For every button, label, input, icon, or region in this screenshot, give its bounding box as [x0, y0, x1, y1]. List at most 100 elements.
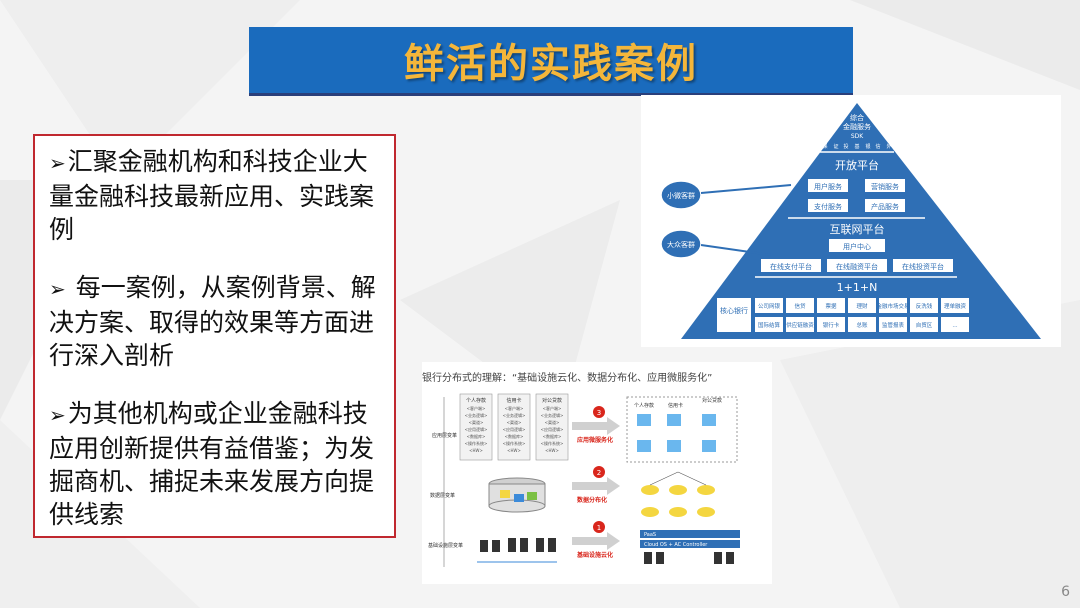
- core-grid-label: 供应链融资: [786, 321, 814, 329]
- pyramid-diagram: 综合 金融服务 SDK 保 证 投 基 银 信 外 开放平台 用户服务 营销服务…: [641, 95, 1061, 347]
- step-arrow: [572, 417, 620, 435]
- app-column-item: <应用逻辑>: [465, 426, 488, 432]
- core-grid-label: 理财: [856, 302, 868, 310]
- app-column-title: 对公贷款: [542, 397, 562, 404]
- sdk-label-3: SDK: [851, 133, 864, 140]
- row-label: 数据层变革: [430, 492, 455, 499]
- internet-item: 在线融资平台: [836, 262, 878, 271]
- formula-label: 1+1+N: [837, 281, 878, 294]
- app-column-item: <操作系统>: [541, 440, 564, 446]
- core-grid-label: 国际结算: [758, 321, 781, 329]
- right-label: 信用卡: [668, 402, 683, 409]
- app-column: [497, 393, 531, 461]
- step-number-badge: [593, 466, 605, 478]
- core-grid-cell: [910, 317, 938, 332]
- core-grid-cell: [848, 298, 876, 313]
- core-grid-label: 金融市场交易: [876, 302, 909, 310]
- core-grid-cell: [755, 317, 783, 332]
- core-grid-label: 监管报表: [882, 321, 905, 329]
- app-column-item: <操作系统>: [503, 440, 526, 446]
- core-grid-label: 票据: [825, 302, 837, 310]
- description-box: ➢汇聚金融机构和科技企业大量金融科技最新应用、实践案例 ➢ 每一案例，从案例背景…: [33, 134, 396, 538]
- app-column-item: <业务逻辑>: [541, 412, 564, 418]
- core-grid-cell: [941, 317, 969, 332]
- open-service: 产品服务: [871, 202, 899, 211]
- row-label: 基础设施层变革: [428, 542, 463, 549]
- small-char: 信: [875, 143, 880, 150]
- app-column-item: <HW>: [545, 448, 559, 453]
- step-number-badge: [593, 406, 605, 418]
- figure-caption: 银行分布式的理解：“基础设施云化、数据分布化、应用微服务化”: [422, 373, 713, 384]
- page-number: 6: [1061, 584, 1070, 600]
- app-column-title: 信用卡: [506, 397, 521, 404]
- core-grid-label: 反洗钱: [916, 302, 933, 310]
- step-number: 1: [597, 524, 601, 532]
- core-grid-cell: [879, 298, 907, 313]
- small-char: 证: [833, 143, 838, 150]
- right-label: 对公贷款: [702, 397, 722, 404]
- app-column: [535, 393, 569, 461]
- step-label: 基础设施云化: [576, 551, 613, 559]
- small-char: 银: [865, 143, 870, 150]
- row-label: 应用层变革: [432, 432, 457, 439]
- app-column-item: <应用逻辑>: [541, 426, 564, 432]
- step-arrow: [572, 532, 620, 550]
- open-service: 营销服务: [871, 182, 899, 191]
- app-column-item: <HW>: [469, 448, 483, 453]
- small-char: 基: [854, 143, 859, 150]
- title-banner: 鲜活的实践案例: [249, 27, 853, 96]
- core-grid-cell: [941, 298, 969, 313]
- core-bank-label: 核心银行: [720, 306, 748, 315]
- core-grid-cell: [879, 317, 907, 332]
- core-grid-label: 总账: [856, 321, 868, 329]
- user-center-label: 用户中心: [843, 242, 871, 251]
- core-grid-label: 理单融资: [944, 302, 967, 310]
- paragraph-2: ➢ 每一案例，从案例背景、解决方案、取得的效果等方面进行深入剖析: [49, 271, 382, 372]
- app-column-item: <客户端>: [505, 405, 524, 411]
- small-char: 保: [822, 143, 827, 150]
- app-column-item: <业务逻辑>: [465, 412, 488, 418]
- app-column-item: <数据库>: [505, 433, 524, 439]
- app-column-item: <数据库>: [543, 433, 562, 439]
- pyramid-svg: 综合 金融服务 SDK 保 证 投 基 银 信 外 开放平台 用户服务 营销服务…: [660, 103, 1041, 339]
- open-service: 用户服务: [814, 182, 842, 191]
- step-arrow: [572, 477, 620, 495]
- sdk-label-1: 综合: [850, 113, 864, 122]
- arrow-bullet-icon: ➢: [49, 403, 66, 427]
- core-grid-label: 自贸区: [916, 321, 933, 329]
- open-platform-label: 开放平台: [835, 158, 879, 172]
- core-grid-cell: [755, 298, 783, 313]
- paragraph-1: ➢汇聚金融机构和科技企业大量金融科技最新应用、实践案例: [49, 145, 382, 246]
- right-label: 个人存款: [634, 402, 654, 409]
- app-column-item: <渠道>: [469, 419, 484, 425]
- app-column-item: <数据库>: [467, 433, 486, 439]
- distributed-figure-svg: 应用层变革 数据层变革 基础设施层变革 个人存款<客户端><业务逻辑><渠道><…: [428, 393, 740, 567]
- arrow-bullet-icon: ➢: [49, 277, 66, 301]
- paragraph-2-text: 每一案例，从案例背景、解决方案、取得的效果等方面进行深入剖析: [49, 273, 376, 370]
- small-char: 外: [886, 143, 891, 150]
- core-grid-label: 信贷: [794, 302, 806, 310]
- internet-item: 在线投资平台: [902, 262, 944, 271]
- step-label: 数据分布化: [577, 496, 607, 504]
- distributed-figure: 应用层变革 数据层变革 基础设施层变革 个人存款<客户端><业务逻辑><渠道><…: [422, 362, 772, 584]
- open-service: 支付服务: [814, 202, 842, 211]
- app-column-item: <操作系统>: [465, 440, 488, 446]
- app-column-item: <应用逻辑>: [503, 426, 526, 432]
- core-grid-cell: [817, 298, 845, 313]
- app-column-item: <HW>: [507, 448, 521, 453]
- arrow-bullet-icon: ➢: [49, 151, 66, 175]
- core-grid-cell: [910, 298, 938, 313]
- core-grid-cell: [786, 317, 814, 332]
- app-column-item: <渠道>: [507, 419, 522, 425]
- app-column-item: <渠道>: [545, 419, 560, 425]
- app-column-title: 个人存款: [466, 397, 486, 404]
- small-group-label: 小微客群: [667, 191, 695, 200]
- core-grid-cell: [817, 317, 845, 332]
- core-grid-cell: [848, 317, 876, 332]
- app-column-item: <业务逻辑>: [503, 412, 526, 418]
- slide-title: 鲜活的实践案例: [404, 41, 698, 87]
- mass-group-label: 大众客群: [667, 240, 695, 249]
- core-grid-label: 公司网银: [758, 302, 781, 310]
- paragraph-3: ➢为其他机构或企业金融科技应用创新提供有益借鉴；为发掘商机、捕捉未来发展方向提供…: [49, 397, 382, 531]
